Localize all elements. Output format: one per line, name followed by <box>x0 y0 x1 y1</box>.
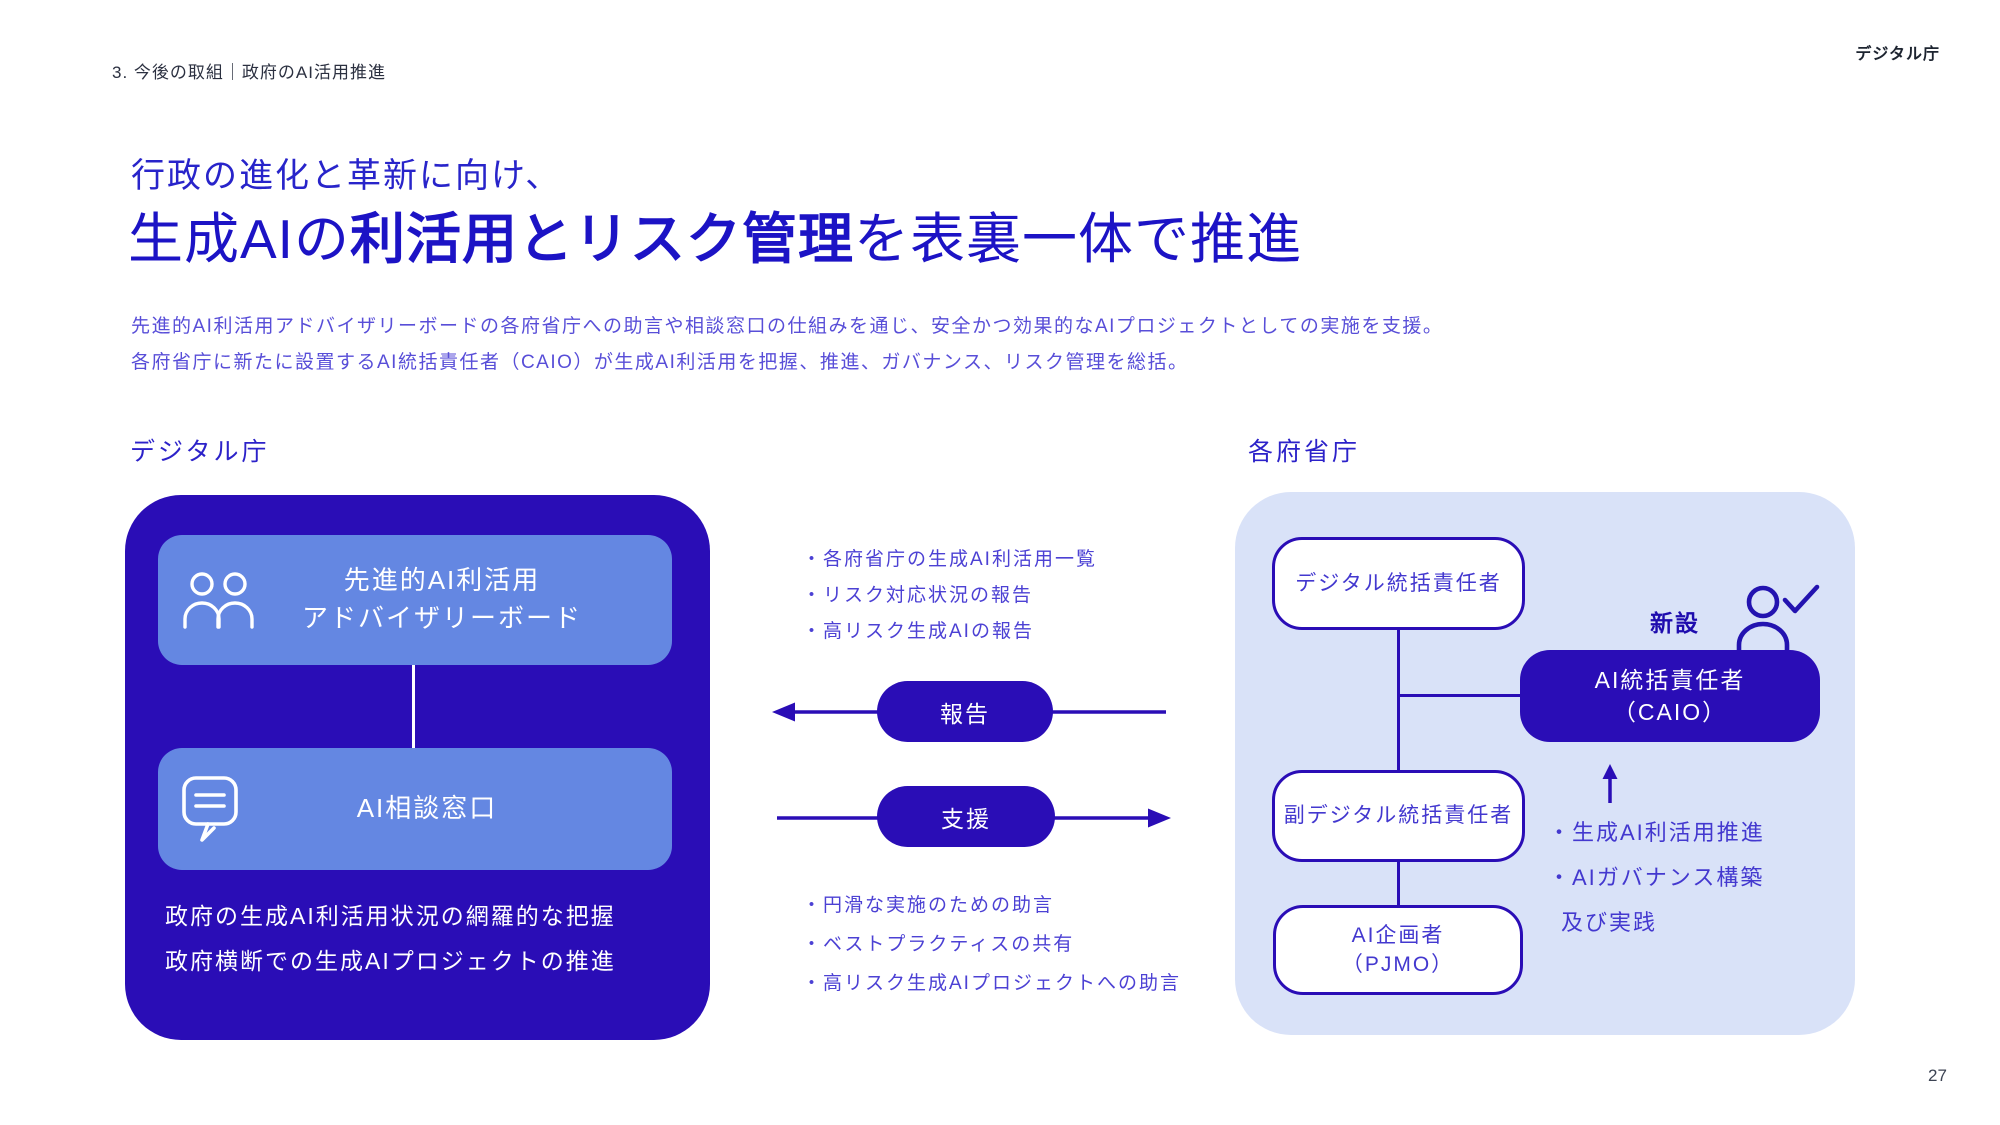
page-title: 生成AIの利活用とリスク管理を表裏一体で推進 <box>128 194 1302 274</box>
connector-line <box>412 665 415 748</box>
support-bullet-list: ・円滑な実施のための助言 ・ベストプラクティスの共有 ・高リスク生成AIプロジェ… <box>802 886 1181 1003</box>
title-bold-segment: 利活用とリスク管理 <box>349 208 854 270</box>
new-badge: 新設 <box>1650 610 1700 636</box>
planner-line2: （PJMO） <box>1341 953 1455 976</box>
support-bullet-3: ・高リスク生成AIプロジェクトへの助言 <box>802 973 1181 994</box>
support-bullet-2: ・ベストプラクティスの共有 <box>802 934 1075 955</box>
agency-logo: デジタル庁 <box>1855 46 1940 63</box>
caio-bullet-2: ・AIガバナンス構築 <box>1548 865 1765 890</box>
ministries-section-label: 各府省庁 <box>1248 438 1361 466</box>
ai-consultation-box: AI相談窓口 <box>158 748 672 870</box>
caio-bullet-1: ・生成AI利活用推進 <box>1548 820 1765 845</box>
person-check-icon <box>1736 584 1820 652</box>
caio-line1: AI統括責任者 <box>1594 666 1746 693</box>
support-bullet-1: ・円滑な実施のための助言 <box>802 895 1055 916</box>
deputy-cdo-box: 副デジタル統括責任者 <box>1272 770 1525 862</box>
page-subtitle: 行政の進化と革新に向け、 <box>131 157 562 195</box>
lead-text-2: 各府省庁に新たに設置するAI統括責任者（CAIO）が生成AI利活用を把握、推進、… <box>131 352 1189 373</box>
planner-line1: AI企画者 <box>1351 923 1445 947</box>
lead-text-1: 先進的AI利活用アドバイザリーボードの各府省庁への助言や相談窓口の仕組みを通じ、… <box>131 316 1444 337</box>
advisory-board-line1: 先進的AI利活用 <box>343 565 541 596</box>
caio-bullet-list: ・生成AI利活用推進 ・AIガバナンス構築 及び実践 <box>1548 810 1765 945</box>
panel-note-1: 政府の生成AI利活用状況の網羅的な把握 <box>165 903 616 929</box>
org-connector-branch <box>1397 694 1520 697</box>
chat-bubble-icon <box>182 776 238 842</box>
org-connector-vertical-1 <box>1397 630 1400 773</box>
digital-agency-panel: 先進的AI利活用 アドバイザリーボード AI相談窓口 政府の生成AI利活用状況の… <box>125 495 710 1040</box>
caio-bullet-3: 及び実践 <box>1561 910 1658 935</box>
caio-box: AI統括責任者 （CAIO） <box>1520 650 1820 742</box>
panel-note-2: 政府横断での生成AIプロジェクトの推進 <box>165 948 616 974</box>
title-regular-pre: 生成AIの <box>128 208 350 270</box>
advisory-board-label: 先進的AI利活用 アドバイザリーボード <box>258 562 672 637</box>
advisory-board-line2: アドバイザリーボード <box>301 603 582 633</box>
ministries-panel: デジタル統括責任者 新設 AI統括責任者 （CAIO） 副デジタル統括責任者 A… <box>1235 492 1855 1035</box>
report-bullet-1: ・各府省庁の生成AI利活用一覧 <box>802 549 1097 570</box>
cdo-box: デジタル統括責任者 <box>1272 537 1525 630</box>
report-bullet-list: ・各府省庁の生成AI利活用一覧 ・リスク対応状況の報告 ・高リスク生成AIの報告 <box>802 542 1097 650</box>
report-bullet-3: ・高リスク生成AIの報告 <box>802 621 1034 642</box>
caio-line2: （CAIO） <box>1612 699 1728 725</box>
org-connector-vertical-2 <box>1397 862 1400 905</box>
report-bullet-2: ・リスク対応状況の報告 <box>802 585 1034 606</box>
people-icon <box>183 572 254 629</box>
ai-consultation-label: AI相談窓口 <box>356 793 498 824</box>
arrow-up-icon <box>1602 764 1618 803</box>
breadcrumb: 3. 今後の取組｜政府のAI活用推進 <box>112 63 386 82</box>
support-pill: 支援 <box>877 786 1055 847</box>
digital-agency-section-label: デジタル庁 <box>130 438 270 466</box>
report-pill: 報告 <box>877 681 1053 742</box>
advisory-board-box: 先進的AI利活用 アドバイザリーボード <box>158 535 672 665</box>
title-regular-post: を表裏一体で推進 <box>853 208 1302 270</box>
page-number: 27 <box>1928 1066 1947 1085</box>
ai-planner-box: AI企画者 （PJMO） <box>1273 905 1523 995</box>
